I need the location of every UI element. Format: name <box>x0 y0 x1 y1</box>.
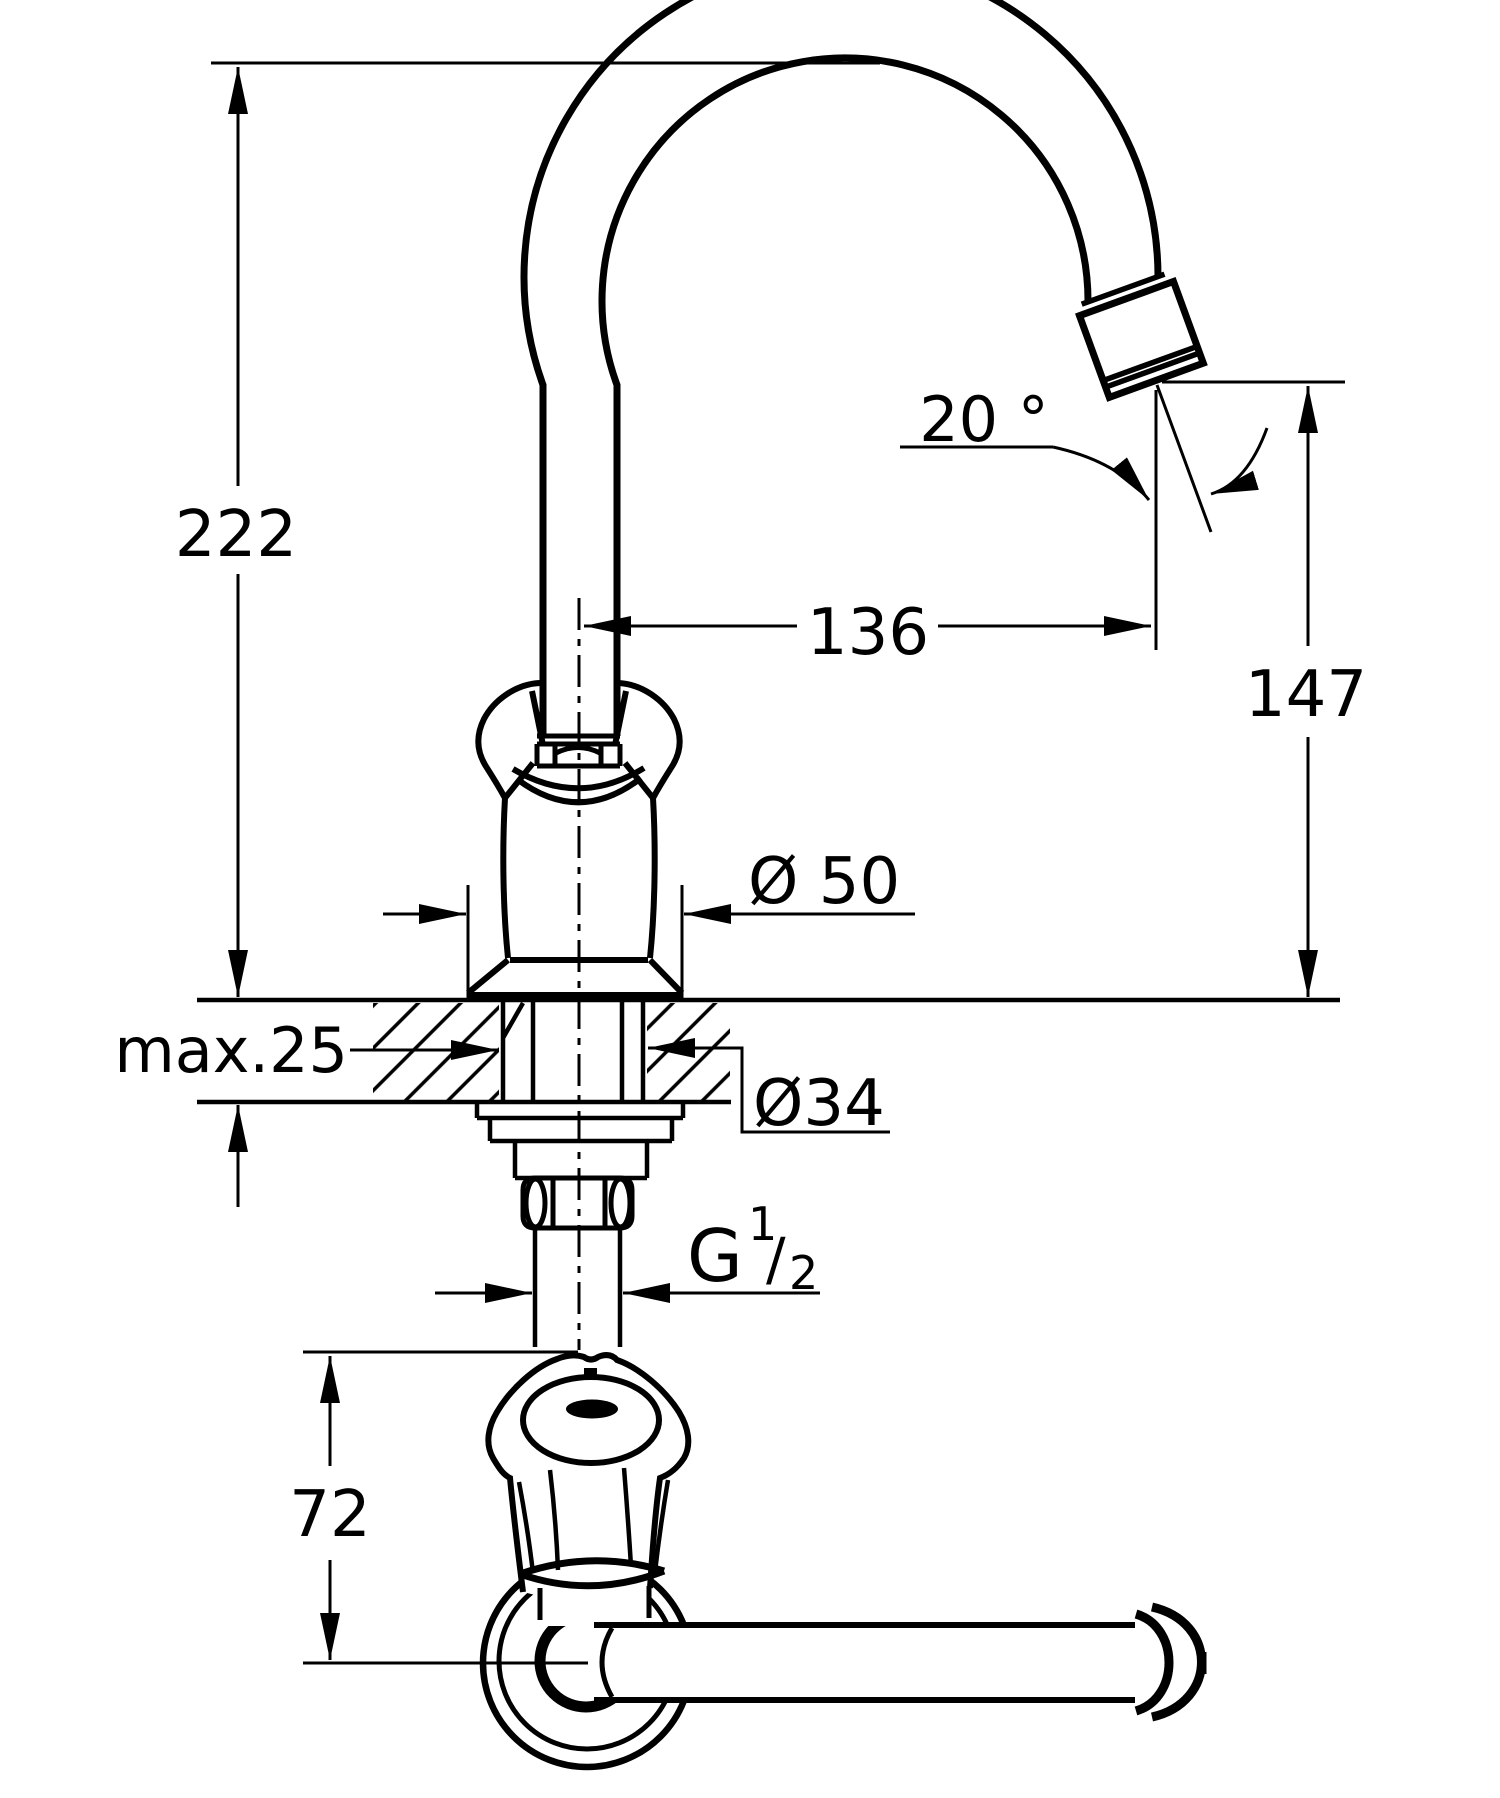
top-spout-end-rings <box>1134 1602 1206 1722</box>
dim-20deg-arc-right <box>1210 427 1269 496</box>
handle-top-outline <box>485 1352 692 1593</box>
dim-label-hole-diameter: Ø34 <box>753 1067 885 1141</box>
brand-logo-mark <box>566 1399 618 1419</box>
deck-section-lines <box>197 997 1340 1105</box>
dim-label-spout-angle: 20 ° <box>919 383 1049 456</box>
front-view <box>197 0 1345 1350</box>
handle-neck-lines <box>537 1586 652 1620</box>
top-view-reference-lines <box>303 1350 588 1665</box>
nozzle-joint-lines <box>1080 271 1201 390</box>
handle-collar <box>518 1557 666 1590</box>
body-and-base-bell <box>466 797 685 998</box>
dimension-lines <box>228 67 1318 1660</box>
spout-tube-outline <box>520 0 1162 736</box>
top-spout-pipe-root-arc <box>599 1626 615 1699</box>
dim-label-outlet-height: 147 <box>1245 658 1367 732</box>
handle-flutes <box>516 1467 671 1574</box>
locknut-corner-right <box>608 1176 633 1230</box>
top-spout-pipe-fill <box>585 1628 1148 1697</box>
dim-label-inlet-thread: G 1 / 2 <box>687 1197 818 1300</box>
dim-20deg-arc-left <box>1052 445 1151 501</box>
dim-label-handle-height: 72 <box>289 1478 370 1552</box>
handle-cover-fill <box>488 1355 689 1626</box>
dimension-labels: 222 20 ° 136 147 Ø 50 max.25 Ø34 G 1 / 2… <box>114 383 1367 1552</box>
dim-34-right-leader <box>648 1038 890 1134</box>
reference-lines <box>211 61 1345 1000</box>
bonnet-cap <box>534 733 623 769</box>
dim-label-spout-reach: 136 <box>807 596 929 670</box>
top-spout-pipe-edges <box>594 1622 1135 1703</box>
dim-label-base-diameter: Ø 50 <box>748 845 900 919</box>
deck-hatch-right <box>647 1003 730 1100</box>
handle-index-mark <box>584 1368 597 1380</box>
shank-and-mounting-stack <box>474 1001 686 1347</box>
dim-label-overall-height: 222 <box>175 498 297 572</box>
locknut-corner-left <box>523 1176 548 1230</box>
handle-front-outline <box>475 680 683 806</box>
dim-label-deck-thickness: max.25 <box>114 1014 348 1087</box>
top-view <box>303 1350 1207 1771</box>
